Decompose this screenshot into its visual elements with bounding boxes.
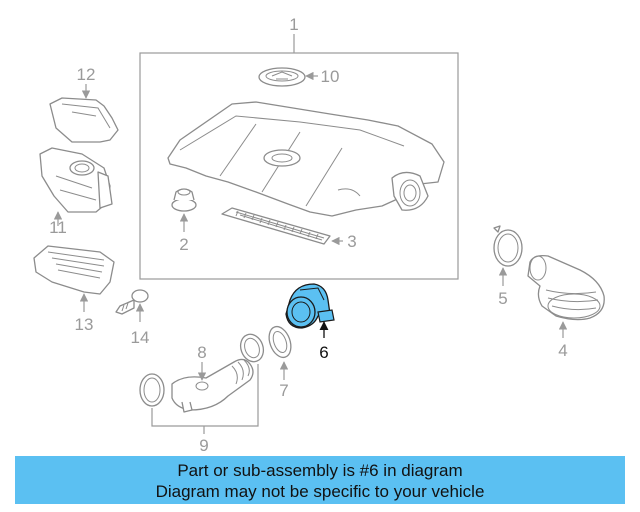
air-filter-part <box>221 207 343 246</box>
callout-4: 4 <box>558 341 567 360</box>
callout-6: 6 <box>319 343 328 362</box>
info-banner: Part or sub-assembly is #6 in diagram Di… <box>15 456 625 504</box>
callout-13: 13 <box>75 315 94 334</box>
grommet-part <box>171 188 197 232</box>
callout-7: 7 <box>279 381 288 400</box>
banner-line-1: Part or sub-assembly is #6 in diagram <box>177 461 463 480</box>
hose-clamps-part <box>139 333 265 434</box>
intake-duct-part <box>33 245 115 312</box>
air-box-cover-part <box>49 84 119 143</box>
callout-14: 14 <box>131 328 150 347</box>
callout-5: 5 <box>498 289 507 308</box>
callout-2: 2 <box>179 235 188 254</box>
banner-line-2: Diagram may not be specific to your vehi… <box>155 482 485 501</box>
callout-1: 1 <box>289 15 298 34</box>
mass-air-flow-sensor-part[interactable] <box>285 283 335 338</box>
gasket-part <box>268 325 292 380</box>
callout-9: 9 <box>199 436 208 455</box>
intake-hose-part <box>171 358 254 413</box>
callout-10: 10 <box>321 67 340 86</box>
callout-8: 8 <box>197 343 206 362</box>
engine-cover-part <box>167 101 445 217</box>
bolt-part <box>115 289 149 322</box>
callout-11: 11 <box>49 218 67 237</box>
emblem-part <box>258 67 318 87</box>
callout-3: 3 <box>347 232 356 251</box>
air-box-part <box>39 147 113 226</box>
callout-12: 12 <box>77 65 96 84</box>
clamp-part <box>493 225 523 286</box>
engine-cover-assembly-frame <box>139 34 459 280</box>
elbow-hose-part <box>527 254 605 338</box>
